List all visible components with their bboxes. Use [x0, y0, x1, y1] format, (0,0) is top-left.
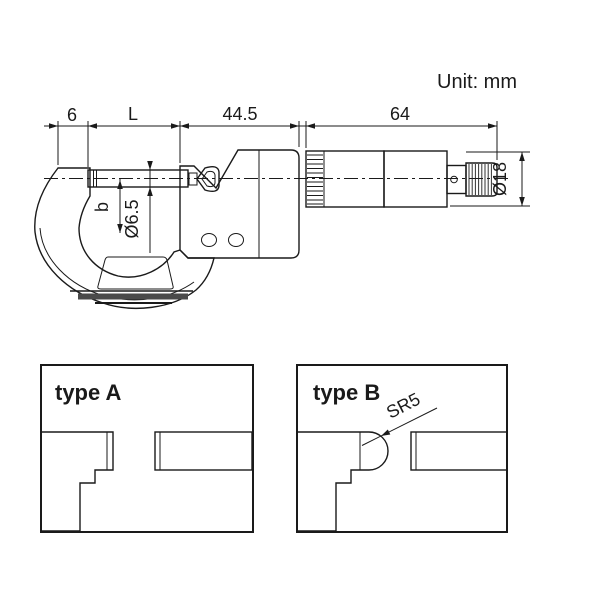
dim-spindle-diameter-label: Ø6.5 [122, 199, 142, 238]
body-hole-left [201, 233, 217, 247]
type-b-anvil [296, 431, 389, 532]
type-b-border [296, 364, 508, 533]
body-hole-right [228, 233, 244, 247]
ratchet-ridges [468, 164, 492, 195]
frame-base-bands [70, 290, 193, 304]
type-b-panel: type B SR5 [296, 364, 508, 533]
dim-gauge-length-label: L [128, 104, 138, 124]
type-a-anvil [40, 431, 114, 532]
body-casting [179, 149, 300, 259]
type-a-label: type A [55, 380, 122, 405]
ratchet-stop [446, 162, 498, 197]
unit-note: Unit: mm [437, 71, 517, 93]
sr5-leader [361, 407, 438, 446]
dim-anvil-offset-label: 6 [67, 105, 77, 125]
type-a-spindle [154, 431, 253, 471]
type-a-panel: type A [40, 364, 254, 533]
dim-throat-depth-label: b [92, 202, 112, 212]
type-a-border [40, 364, 254, 533]
type-b-label: type B [313, 380, 380, 405]
dim-body-width-label: 44.5 [222, 104, 257, 124]
frame [34, 167, 215, 310]
dim-ratchet-diameter-label: Ø18 [490, 162, 510, 196]
dimension-lines [44, 121, 530, 253]
type-b-spindle [410, 431, 508, 471]
ratchet-screw [450, 175, 458, 184]
dim-sleeve-length-label: 64 [390, 104, 410, 124]
thimble-graduations [307, 154, 323, 205]
frame-insulator-pad [97, 256, 174, 290]
